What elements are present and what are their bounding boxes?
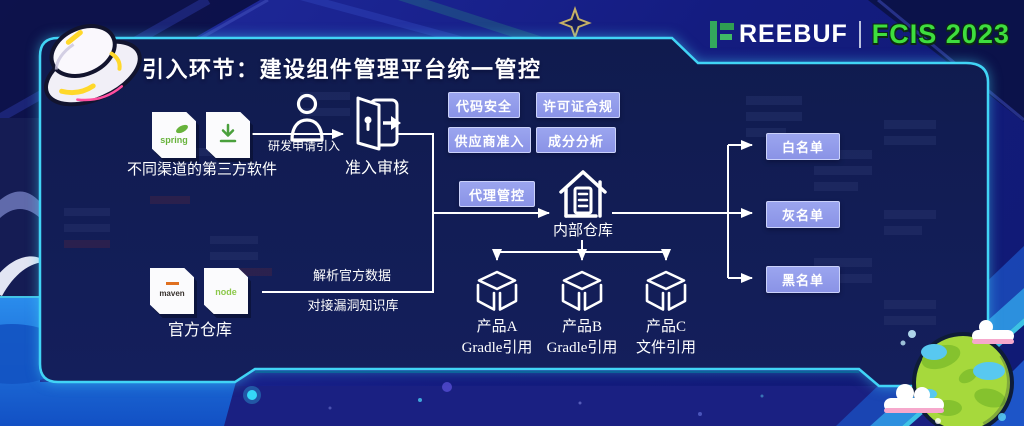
node-logo-icon: node <box>215 287 237 297</box>
product-a-ref: Gradle引用 <box>461 340 533 356</box>
spring-card: spring <box>152 112 196 158</box>
tag-license-compliance: 许可证合规 <box>536 92 620 118</box>
node-card: node <box>204 268 248 314</box>
page-title: 引入环节：建设组件管理平台统一管控 <box>142 57 542 82</box>
tag-whitelist: 白名单 <box>766 133 840 160</box>
logo-separator <box>858 20 861 48</box>
product-b-ref: Gradle引用 <box>546 340 618 356</box>
ufo-illustration <box>43 24 142 107</box>
cube-icon-product-b <box>561 270 603 311</box>
cube-icon-product-c <box>645 270 687 311</box>
admission-review-label: 准入审核 <box>344 160 409 177</box>
svg-text:node: node <box>215 287 237 297</box>
tag-composition-analysis: 成分分析 <box>536 127 616 153</box>
maven-card: maven <box>150 268 194 314</box>
tag-graylist: 灰名单 <box>766 201 840 228</box>
tag-code-security: 代码安全 <box>448 92 520 118</box>
product-b-name: 产品B <box>561 319 602 335</box>
download-source-card <box>206 112 250 158</box>
warehouse-icon <box>559 170 607 218</box>
tag-proxy-control: 代理管控 <box>459 181 535 207</box>
internal-repo-label: 内部仓库 <box>552 222 613 239</box>
product-c-ref: 文件引用 <box>635 340 696 356</box>
event-name: FCIS 2023 <box>871 18 1010 49</box>
cloud-bottom-left <box>884 384 944 413</box>
admission-door-icon <box>356 96 401 151</box>
official-repo-label: 官方仓库 <box>167 322 232 339</box>
tag-supplier-admission: 供应商准入 <box>448 127 531 153</box>
download-icon <box>219 123 237 143</box>
person-icon <box>290 93 324 142</box>
spring-logo-icon: spring <box>160 124 188 145</box>
product-c-name: 产品C <box>645 319 686 335</box>
maven-logo-icon: maven <box>159 282 185 298</box>
parse-official-data-label: 解析官方数据 <box>312 268 391 283</box>
product-a-name: 产品A <box>476 319 518 335</box>
tag-blacklist: 黑名单 <box>766 266 840 293</box>
freebuf-wordmark: REEBUF <box>739 19 848 48</box>
apply-flow-label: 研发申请引入 <box>267 139 340 153</box>
cloud-top-right <box>972 320 1014 344</box>
cube-icon-product-a <box>476 270 518 311</box>
freebuf-icon <box>710 20 734 48</box>
svg-text:spring: spring <box>160 135 188 145</box>
planet-illustration <box>884 320 1014 426</box>
third-party-sources-label: 不同渠道的第三方软件 <box>126 161 277 178</box>
svg-text:maven: maven <box>159 289 184 298</box>
vuln-knowledge-label: 对接漏洞知识库 <box>307 298 399 313</box>
event-logo: REEBUF FCIS 2023 <box>710 19 1010 49</box>
